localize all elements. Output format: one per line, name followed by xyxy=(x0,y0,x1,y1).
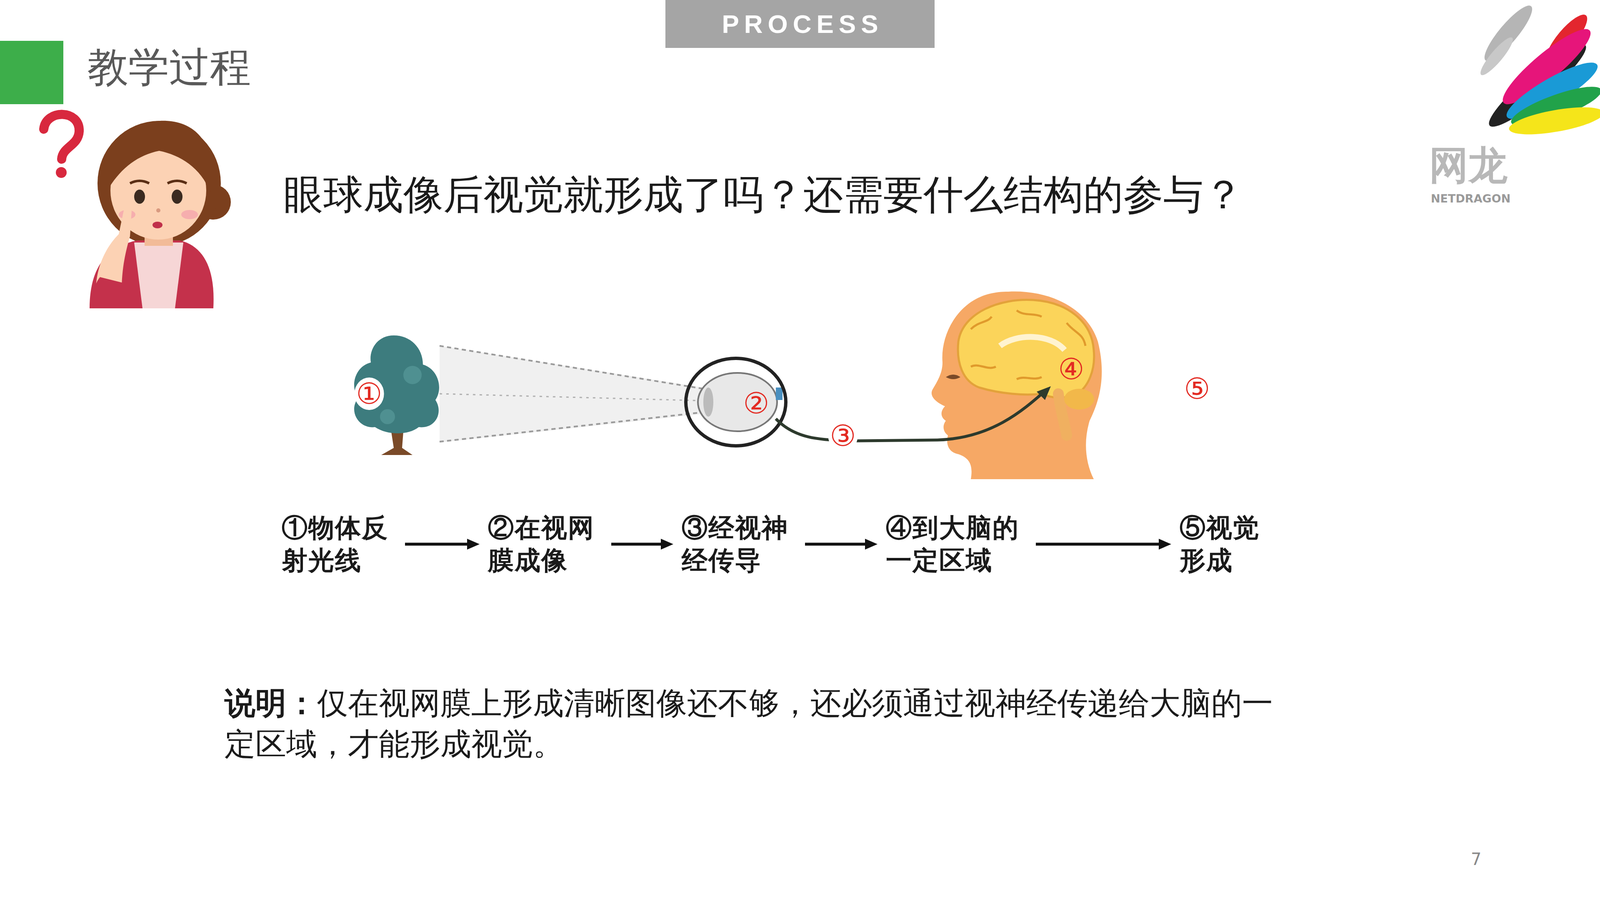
logo-mark xyxy=(1476,0,1600,140)
flow-arrow xyxy=(805,538,878,550)
logo-subtext: NETDRAGON xyxy=(1430,192,1511,205)
head-part xyxy=(1064,388,1095,410)
tree-part xyxy=(403,365,422,385)
title-square-part xyxy=(0,40,64,105)
thinking-girl-part xyxy=(109,120,213,193)
process-step: ④到大脑的 一定区域 xyxy=(885,511,1020,577)
light-rays xyxy=(439,345,709,443)
process-step: ①物体反 射光线 xyxy=(281,511,389,577)
header-label: PROCESS xyxy=(665,0,935,48)
light-rays-part xyxy=(439,345,709,443)
light-rays-part xyxy=(439,345,709,390)
tree-part xyxy=(380,409,395,425)
arrow-line xyxy=(1035,542,1162,546)
arrow-line xyxy=(611,542,664,546)
light-rays-part xyxy=(439,393,709,401)
callout-number: ⑤ xyxy=(1182,372,1213,405)
process-step: ⑤视觉 形成 xyxy=(1179,511,1260,577)
head-part xyxy=(1000,337,1065,350)
head-part xyxy=(945,374,961,380)
callout-number: ① xyxy=(354,377,385,410)
note-text: 仅在视网膜上形成清晰图像还不够，还必须通过视神经传递给大脑的一定区域，才能形成视… xyxy=(224,685,1273,762)
arrow-head xyxy=(660,538,674,550)
thinking-girl-part xyxy=(92,277,125,309)
light-rays-part xyxy=(439,411,709,442)
head-part xyxy=(931,291,1102,480)
title-square xyxy=(0,40,64,105)
eye-part xyxy=(685,358,786,446)
thinking-girl-part xyxy=(130,180,150,184)
flow-arrow xyxy=(611,538,674,550)
header-bar-part xyxy=(665,0,935,48)
eye xyxy=(685,358,786,446)
callout-number: ③ xyxy=(828,419,858,453)
optic-nerve xyxy=(775,386,1051,441)
thinking-girl-part xyxy=(97,120,221,246)
slide-title: 教学过程 xyxy=(87,41,251,93)
step-text: ①物体反 射光线 xyxy=(281,511,389,577)
thinking-girl xyxy=(43,114,231,309)
step-text: ②在视网 膜成像 xyxy=(487,511,595,577)
thinking-girl-part xyxy=(181,210,198,220)
thinking-girl-part xyxy=(156,208,161,213)
head xyxy=(931,291,1102,480)
callout-number: ④ xyxy=(1056,352,1087,386)
step-text: ③经视神 经传导 xyxy=(681,511,789,577)
step-text: ④到大脑的 一定区域 xyxy=(885,511,1020,577)
process-step: ②在视网 膜成像 xyxy=(487,511,595,577)
arrow-head xyxy=(865,538,878,550)
arrow-line xyxy=(405,542,470,546)
flow-arrow xyxy=(405,538,480,550)
flow-arrow xyxy=(1035,538,1172,550)
thinking-girl-part xyxy=(152,221,163,229)
arrow-head xyxy=(1158,538,1172,550)
head-part xyxy=(957,300,1095,398)
eye-part xyxy=(703,387,714,417)
header-bar xyxy=(665,0,935,48)
logo-mark-part xyxy=(1476,34,1517,79)
logo-text: 网龙 xyxy=(1429,143,1508,187)
note-paragraph: 说明：仅在视网膜上形成清晰图像还不够，还必须通过视神经传递给大脑的一定区域，才能… xyxy=(224,682,1292,765)
callout-number: ② xyxy=(741,387,772,420)
logo-mark-part xyxy=(1478,0,1539,67)
thinking-girl-part xyxy=(134,189,145,204)
logo-mark-part xyxy=(1507,101,1600,140)
eye-part xyxy=(775,387,783,400)
step-text: ⑤视觉 形成 xyxy=(1179,511,1260,577)
eye-part xyxy=(697,372,778,432)
note-heading: 说明： xyxy=(224,685,318,721)
tree-part xyxy=(354,335,440,434)
thinking-girl-part xyxy=(171,189,183,204)
page-number: 7 xyxy=(1470,850,1482,869)
thinking-girl-part xyxy=(55,167,67,178)
thinking-girl-part xyxy=(167,180,187,184)
process-step: ③经视神 经传导 xyxy=(681,511,789,577)
tree xyxy=(354,335,440,455)
arrow-head xyxy=(467,538,480,550)
optic-nerve-part xyxy=(1036,386,1051,400)
thinking-girl-part xyxy=(134,242,184,309)
thinking-girl-part xyxy=(43,114,80,160)
arrow-line xyxy=(805,542,868,546)
question-text: 眼球成像后视觉就形成了吗？还需要什么结构的参与？ xyxy=(283,170,1244,219)
optic-nerve-part xyxy=(775,389,1047,441)
